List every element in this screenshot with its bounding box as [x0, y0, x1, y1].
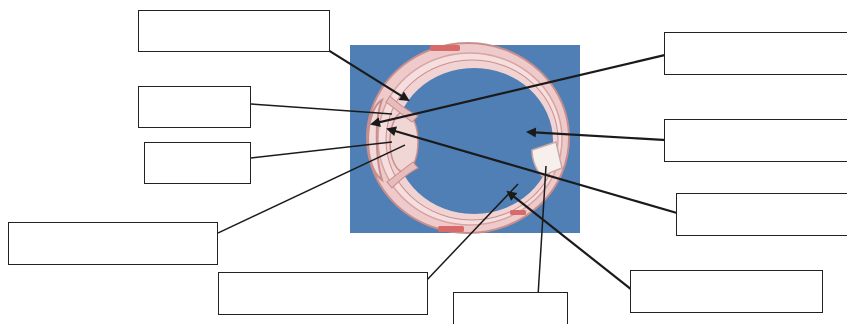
label-box-left-middle[interactable] — [144, 142, 251, 184]
muscle-bottom-right — [510, 210, 526, 215]
arrow-right-middle — [386, 126, 678, 215]
arrow-top-left — [327, 49, 410, 102]
label-box-bottom-center-left[interactable] — [218, 272, 428, 315]
muscle-top — [430, 45, 460, 51]
ciliary-body-lower — [386, 161, 419, 189]
line-bottom-center — [537, 165, 547, 297]
muscle-bottom — [438, 226, 464, 232]
line-left-middle — [250, 141, 393, 159]
label-box-top-right[interactable] — [664, 32, 847, 75]
line-left-lower — [217, 144, 406, 234]
label-box-left-lower[interactable] — [8, 222, 218, 265]
line-bottom-center-left — [424, 183, 519, 283]
label-box-bottom-center[interactable] — [453, 292, 568, 324]
label-box-right-middle[interactable] — [676, 193, 847, 236]
arrow-right-upper — [526, 127, 666, 142]
vitreous-body — [395, 68, 553, 214]
arrow-bottom-right — [506, 190, 633, 291]
label-box-right-upper[interactable] — [664, 119, 847, 162]
arrow-top-right — [370, 53, 666, 128]
line-left-upper — [250, 103, 393, 115]
label-box-bottom-right[interactable] — [630, 270, 823, 313]
optic-nerve — [531, 141, 563, 177]
label-box-left-upper[interactable] — [138, 86, 251, 128]
eye-illustration — [366, 42, 570, 234]
leader-lines — [217, 49, 678, 297]
label-box-top-left[interactable] — [138, 10, 330, 52]
